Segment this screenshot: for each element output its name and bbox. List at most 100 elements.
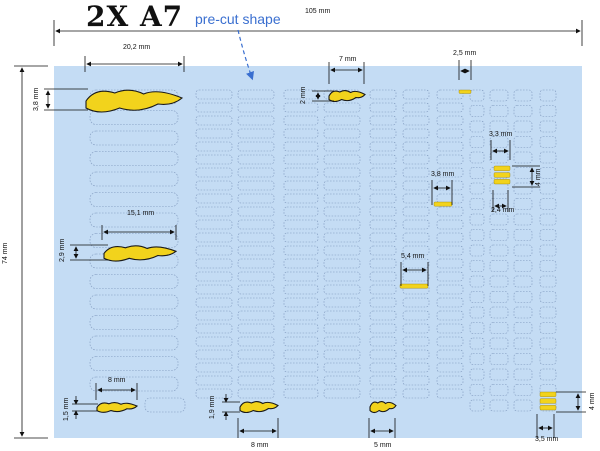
precut-outline-mid — [369, 323, 397, 334]
dim-top-small-height: 2 mm — [300, 86, 307, 105]
dimension-lines — [14, 20, 586, 439]
precut-outline-small-right — [513, 399, 533, 412]
precut-outline-small-right — [513, 136, 533, 148]
precut-outline-small-right — [489, 368, 509, 381]
precut-outline-small-right — [469, 89, 485, 102]
precut-outline-small-right — [469, 353, 485, 365]
dim-bottom-b-width: 5 mm — [374, 442, 392, 449]
precut-outline-mid — [323, 297, 361, 308]
precut-outline-mid — [369, 362, 397, 373]
precut-outline-mid — [369, 167, 397, 178]
precut-outline-mid — [195, 141, 233, 152]
dim-bottom-a-width: 8 mm — [251, 442, 269, 449]
precut-outline-mid — [369, 271, 397, 282]
precut-outline-mid — [323, 271, 361, 282]
precut-outline-small-right — [469, 399, 485, 412]
precut-outline-small-right — [513, 275, 533, 288]
precut-outline-small-right — [513, 120, 533, 133]
dim-bottom-right-width: 3,5 mm — [535, 436, 559, 443]
precut-outline-small-right — [489, 136, 509, 148]
precut-outline-mid — [369, 258, 397, 269]
stripe-decal-top — [458, 89, 472, 94]
precut-outline-small-right — [469, 198, 485, 210]
precut-outline-mid — [436, 167, 464, 178]
precut-shape-label: pre-cut shape — [195, 11, 281, 27]
precut-outline-mid — [436, 219, 464, 230]
precut-outline-mid — [369, 375, 397, 386]
dim-stripe-group-width: 3,3 mm — [489, 131, 513, 138]
precut-outline-small-right — [489, 337, 509, 350]
precut-outline-mid — [436, 141, 464, 152]
precut-outline-mid — [195, 115, 233, 126]
precut-outline-mid — [283, 180, 319, 191]
precut-outline-mid — [369, 336, 397, 347]
precut-outline-mid — [195, 388, 233, 399]
precut-outline-mid — [402, 310, 430, 321]
precut-outline-mid — [237, 141, 275, 152]
precut-outline-mid — [323, 323, 361, 334]
precut-outline-mid — [195, 375, 233, 386]
precut-outline-small-right — [489, 384, 509, 396]
precut-outline-mid — [237, 206, 275, 217]
precut-outline-mid — [195, 102, 233, 113]
dim-stripe-long-width: 5,4 mm — [401, 253, 425, 260]
precut-outline-mid — [402, 141, 430, 152]
precut-outline-mid — [402, 193, 430, 204]
precut-outline-mid — [402, 89, 430, 100]
precut-outline-mid — [237, 232, 275, 243]
precut-outline-mid — [323, 206, 361, 217]
precut-outline-mid — [195, 297, 233, 308]
precut-outline-small-right — [469, 151, 485, 164]
precut-outline-mid — [323, 375, 361, 386]
precut-outline-mid — [283, 167, 319, 178]
precut-outline-small-right — [489, 306, 509, 319]
precut-outline-mid — [402, 362, 430, 373]
precut-outline-small-right — [489, 260, 509, 272]
precut-outline-small-right — [469, 136, 485, 148]
precut-outline-small-right — [469, 306, 485, 319]
precut-outline-mid — [323, 193, 361, 204]
precut-outline-mid — [237, 271, 275, 282]
precut-outline-mid — [436, 284, 464, 295]
precut-outline-mid — [237, 180, 275, 191]
precut-outline-mid — [402, 154, 430, 165]
stripe-decal-long — [399, 283, 429, 289]
precut-outline-mid — [369, 297, 397, 308]
precut-outline-mid — [436, 336, 464, 347]
precut-outline-mid — [237, 102, 275, 113]
precut-outline-mid — [323, 141, 361, 152]
stripe-decal-mid — [433, 201, 453, 207]
precut-outline-mid — [283, 245, 319, 256]
precut-outline-mid — [283, 193, 319, 204]
dim-sheet-width: 105 mm — [305, 8, 331, 15]
precut-outline-mid — [283, 310, 319, 321]
precut-outline-small-right — [513, 182, 533, 195]
precut-outline-small-right — [513, 151, 533, 164]
precut-outline-mid — [237, 375, 275, 386]
precut-outline-mid — [237, 245, 275, 256]
precut-outline-mid — [195, 206, 233, 217]
precut-outline-mid — [283, 349, 319, 360]
precut-outline-mid — [283, 128, 319, 139]
precut-outline-small-right — [469, 244, 485, 257]
precut-outline-small-right — [513, 384, 533, 396]
dim-small-height: 1,5 mm — [63, 397, 70, 421]
precut-outline-mid — [195, 193, 233, 204]
precut-outline-mid — [237, 154, 275, 165]
precut-outline-mid — [283, 323, 319, 334]
precut-outline-small-right — [513, 260, 533, 272]
dim-large-width: 20,2 mm — [123, 44, 151, 51]
lion-decal-mid — [103, 245, 178, 262]
precut-outline-mid — [402, 115, 430, 126]
precut-outline-mid — [283, 102, 319, 113]
precut-outline-mid — [195, 167, 233, 178]
precut-outline-mid — [195, 271, 233, 282]
precut-outline-mid — [323, 167, 361, 178]
precut-outline-mid — [402, 219, 430, 230]
precut-outline-mid — [195, 336, 233, 347]
precut-outline-small-right — [489, 275, 509, 288]
precut-outline-mid — [323, 362, 361, 373]
precut-outline-mid — [369, 219, 397, 230]
precut-outline-mid — [436, 297, 464, 308]
